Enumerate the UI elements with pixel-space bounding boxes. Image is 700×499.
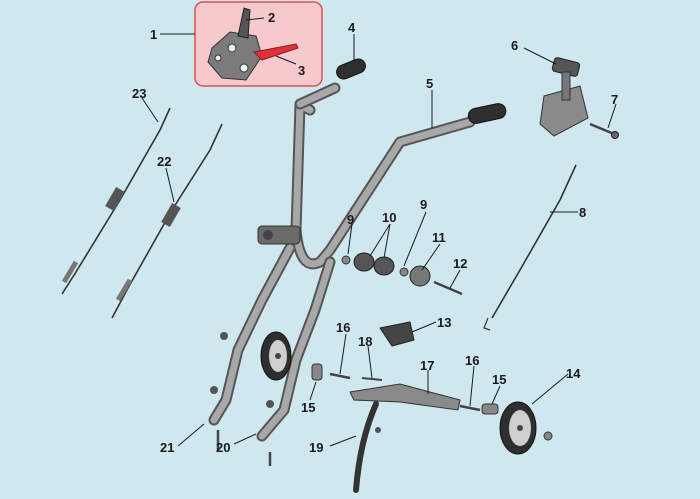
part-16-bolt-right[interactable] [459, 404, 481, 412]
part-wheel-left[interactable] [260, 331, 292, 381]
part-5-grip[interactable] [467, 102, 507, 125]
handle-frame[interactable] [208, 82, 476, 442]
callout-8: 8 [579, 205, 586, 220]
callout-15b: 15 [492, 372, 506, 387]
part-9-washer-right[interactable] [399, 267, 409, 277]
part-4-grip[interactable] [334, 57, 367, 81]
part-19-tube[interactable] [353, 401, 379, 493]
callout-16b: 16 [465, 353, 479, 368]
callout-18: 18 [358, 334, 372, 349]
part-10-bearings[interactable] [353, 252, 395, 276]
part-18-pin[interactable] [361, 377, 383, 381]
callout-20: 20 [216, 440, 230, 455]
callout-16a: 16 [336, 320, 350, 335]
part-22-cable[interactable] [111, 123, 223, 319]
callout-6: 6 [511, 38, 518, 53]
callout-1: 1 [150, 27, 157, 42]
leader-lines [141, 17, 617, 447]
part-16-bolt-left[interactable] [329, 372, 351, 380]
part-6-control-block[interactable] [539, 57, 589, 137]
part-13-bracket[interactable] [379, 321, 415, 347]
part-23-cable[interactable] [61, 107, 171, 295]
callout-12: 12 [453, 256, 467, 271]
callout-3: 3 [298, 63, 305, 78]
part-15-spacer-right[interactable] [481, 403, 499, 415]
callout-19: 19 [309, 440, 323, 455]
callout-15a: 15 [301, 400, 315, 415]
callout-22: 22 [157, 154, 171, 169]
callout-9a: 9 [347, 212, 354, 227]
callout-23: 23 [132, 86, 146, 101]
callout-11: 11 [432, 230, 446, 245]
callout-10: 10 [382, 210, 396, 225]
part-15-spacer-left[interactable] [311, 363, 323, 381]
callout-13: 13 [437, 315, 451, 330]
callout-9b: 9 [420, 197, 427, 212]
callout-2: 2 [268, 10, 275, 25]
part-8-cable[interactable] [491, 164, 577, 319]
part-9-washer-left[interactable] [341, 255, 351, 265]
part-12-bolt[interactable] [433, 280, 463, 296]
part-7-bolt[interactable] [589, 122, 619, 139]
callout-17: 17 [420, 358, 434, 373]
callout-labels: 1 2 3 4 5 6 7 8 9 10 9 11 12 13 14 16 18… [132, 10, 618, 455]
callout-14: 14 [566, 366, 581, 381]
part-1-lever-housing[interactable] [207, 31, 263, 81]
callout-5: 5 [426, 76, 433, 91]
callout-4: 4 [348, 20, 356, 35]
callout-7: 7 [611, 92, 618, 107]
part-3-throttle-trigger[interactable] [252, 43, 299, 61]
part-11-spacer[interactable] [409, 265, 431, 287]
part-17-axle[interactable] [349, 383, 461, 411]
callout-21: 21 [160, 440, 174, 455]
part-2-lever[interactable] [237, 7, 251, 39]
part-14-wheel[interactable] [499, 401, 553, 455]
